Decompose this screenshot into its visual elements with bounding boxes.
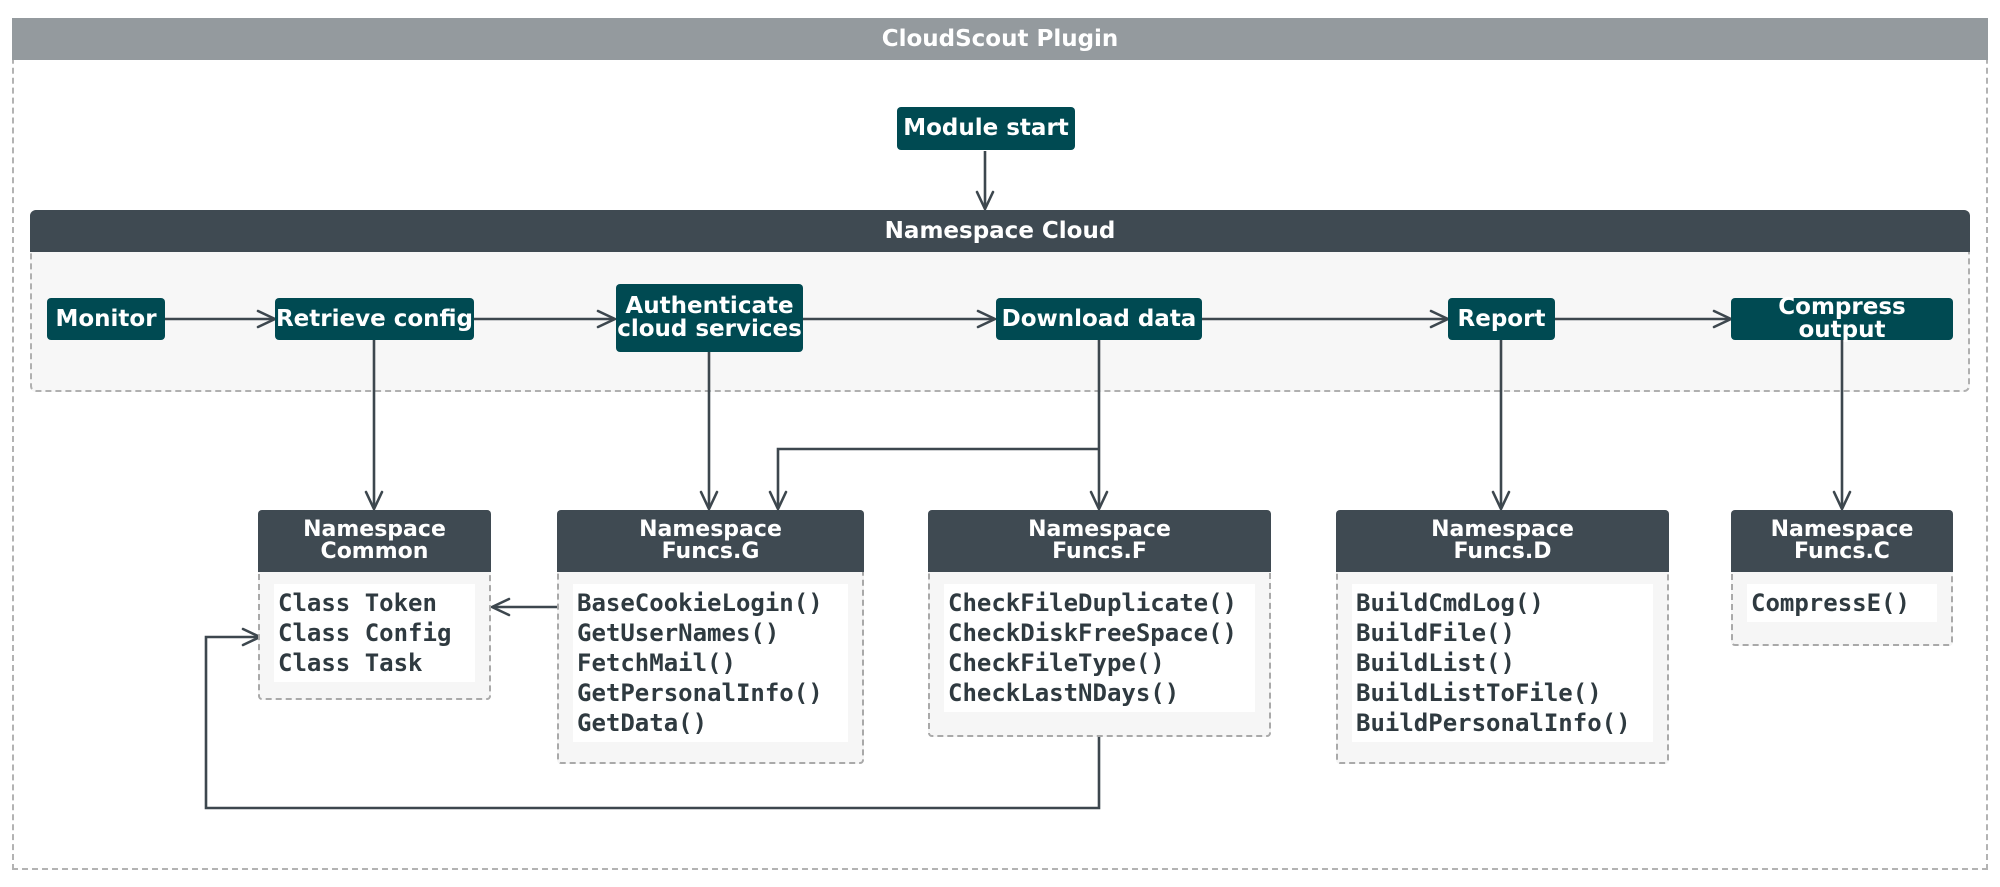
namespace-funcs-g-item: GetData() — [577, 709, 708, 737]
arrow-funcs-f-to-common — [204, 637, 1101, 810]
namespace-cloud-title: Namespace Cloud — [30, 210, 1970, 252]
namespace-funcs-d-title-line2: Funcs.D — [1453, 539, 1552, 564]
namespace-common-title-line1: Namespace — [303, 517, 446, 542]
namespace-funcs-g-title-line1: Namespace — [639, 517, 782, 542]
namespace-funcs-d-item: BuildList() — [1356, 649, 1515, 677]
namespace-funcs-d-title-line1: Namespace — [1431, 517, 1574, 542]
module-start-node: Module start — [897, 107, 1075, 150]
namespace-funcs-f-item: CheckFileDuplicate() — [948, 589, 1237, 617]
namespace-funcs-f: Namespace Funcs.F CheckFileDuplicate() C… — [928, 510, 1271, 737]
namespace-common-title-line2: Common — [320, 539, 429, 564]
namespace-funcs-g-title-line2: Funcs.G — [661, 539, 760, 564]
namespace-funcs-c: Namespace Funcs.C CompressE() — [1731, 510, 1953, 646]
step-authenticate-line1: Authenticate — [625, 293, 794, 319]
namespace-funcs-f-title-line2: Funcs.F — [1052, 539, 1147, 564]
namespace-funcs-c-header: Namespace Funcs.C — [1731, 510, 1953, 572]
namespace-funcs-f-item: CheckFileType() — [948, 649, 1165, 677]
namespace-funcs-f-header: Namespace Funcs.F — [928, 510, 1271, 572]
namespace-funcs-f-item: CheckDiskFreeSpace() — [948, 619, 1237, 647]
namespace-common: Namespace Common Class Token Class Confi… — [258, 510, 491, 700]
arrow-download-branch-to-funcs-g — [778, 447, 1099, 509]
namespace-funcs-c-item: CompressE() — [1751, 589, 1910, 617]
namespace-common-list: Class Token Class Config Class Task — [274, 584, 475, 682]
step-monitor: Monitor — [47, 298, 165, 340]
step-retrieve-config: Retrieve config — [275, 298, 474, 340]
namespace-funcs-d-list: BuildCmdLog() BuildFile() BuildList() Bu… — [1352, 584, 1653, 742]
namespace-common-item: Class Task — [278, 649, 423, 677]
namespace-funcs-f-item: CheckLastNDays() — [948, 679, 1180, 707]
namespace-funcs-g-list: BaseCookieLogin() GetUserNames() FetchMa… — [573, 584, 848, 742]
namespace-common-item: Class Config — [278, 619, 452, 647]
step-authenticate-line2: cloud services — [617, 316, 802, 342]
namespace-funcs-g-item: FetchMail() — [577, 649, 736, 677]
namespace-funcs-d-header: Namespace Funcs.D — [1336, 510, 1669, 572]
namespace-funcs-f-list: CheckFileDuplicate() CheckDiskFreeSpace(… — [944, 584, 1255, 712]
namespace-common-header: Namespace Common — [258, 510, 491, 572]
namespace-funcs-c-title-line1: Namespace — [1770, 517, 1914, 542]
namespace-common-item: Class Token — [278, 589, 437, 617]
namespace-funcs-g-header: Namespace Funcs.G — [557, 510, 864, 572]
namespace-funcs-d-item: BuildFile() — [1356, 619, 1515, 647]
namespace-funcs-d-item: BuildListToFile() — [1356, 679, 1602, 707]
namespace-funcs-d: Namespace Funcs.D BuildCmdLog() BuildFil… — [1336, 510, 1669, 764]
namespace-funcs-c-title-line2: Funcs.C — [1794, 539, 1890, 564]
step-report: Report — [1448, 298, 1555, 340]
step-compress-output: Compress output — [1731, 296, 1953, 342]
namespace-funcs-g-item: GetPersonalInfo() — [577, 679, 823, 707]
namespace-funcs-d-item: BuildPersonalInfo() — [1356, 709, 1631, 737]
step-download-data: Download data — [996, 298, 1202, 340]
namespace-funcs-f-title-line1: Namespace — [1028, 517, 1171, 542]
namespace-funcs-g-item: BaseCookieLogin() — [577, 589, 823, 617]
namespace-funcs-c-list: CompressE() — [1747, 584, 1937, 622]
namespace-funcs-g-item: GetUserNames() — [577, 619, 780, 647]
plugin-title: CloudScout Plugin — [12, 18, 1988, 60]
namespace-funcs-d-item: BuildCmdLog() — [1356, 589, 1544, 617]
step-authenticate-cloud-services: Authenticate cloud services — [616, 284, 803, 352]
namespace-funcs-g: Namespace Funcs.G BaseCookieLogin() GetU… — [557, 510, 864, 764]
